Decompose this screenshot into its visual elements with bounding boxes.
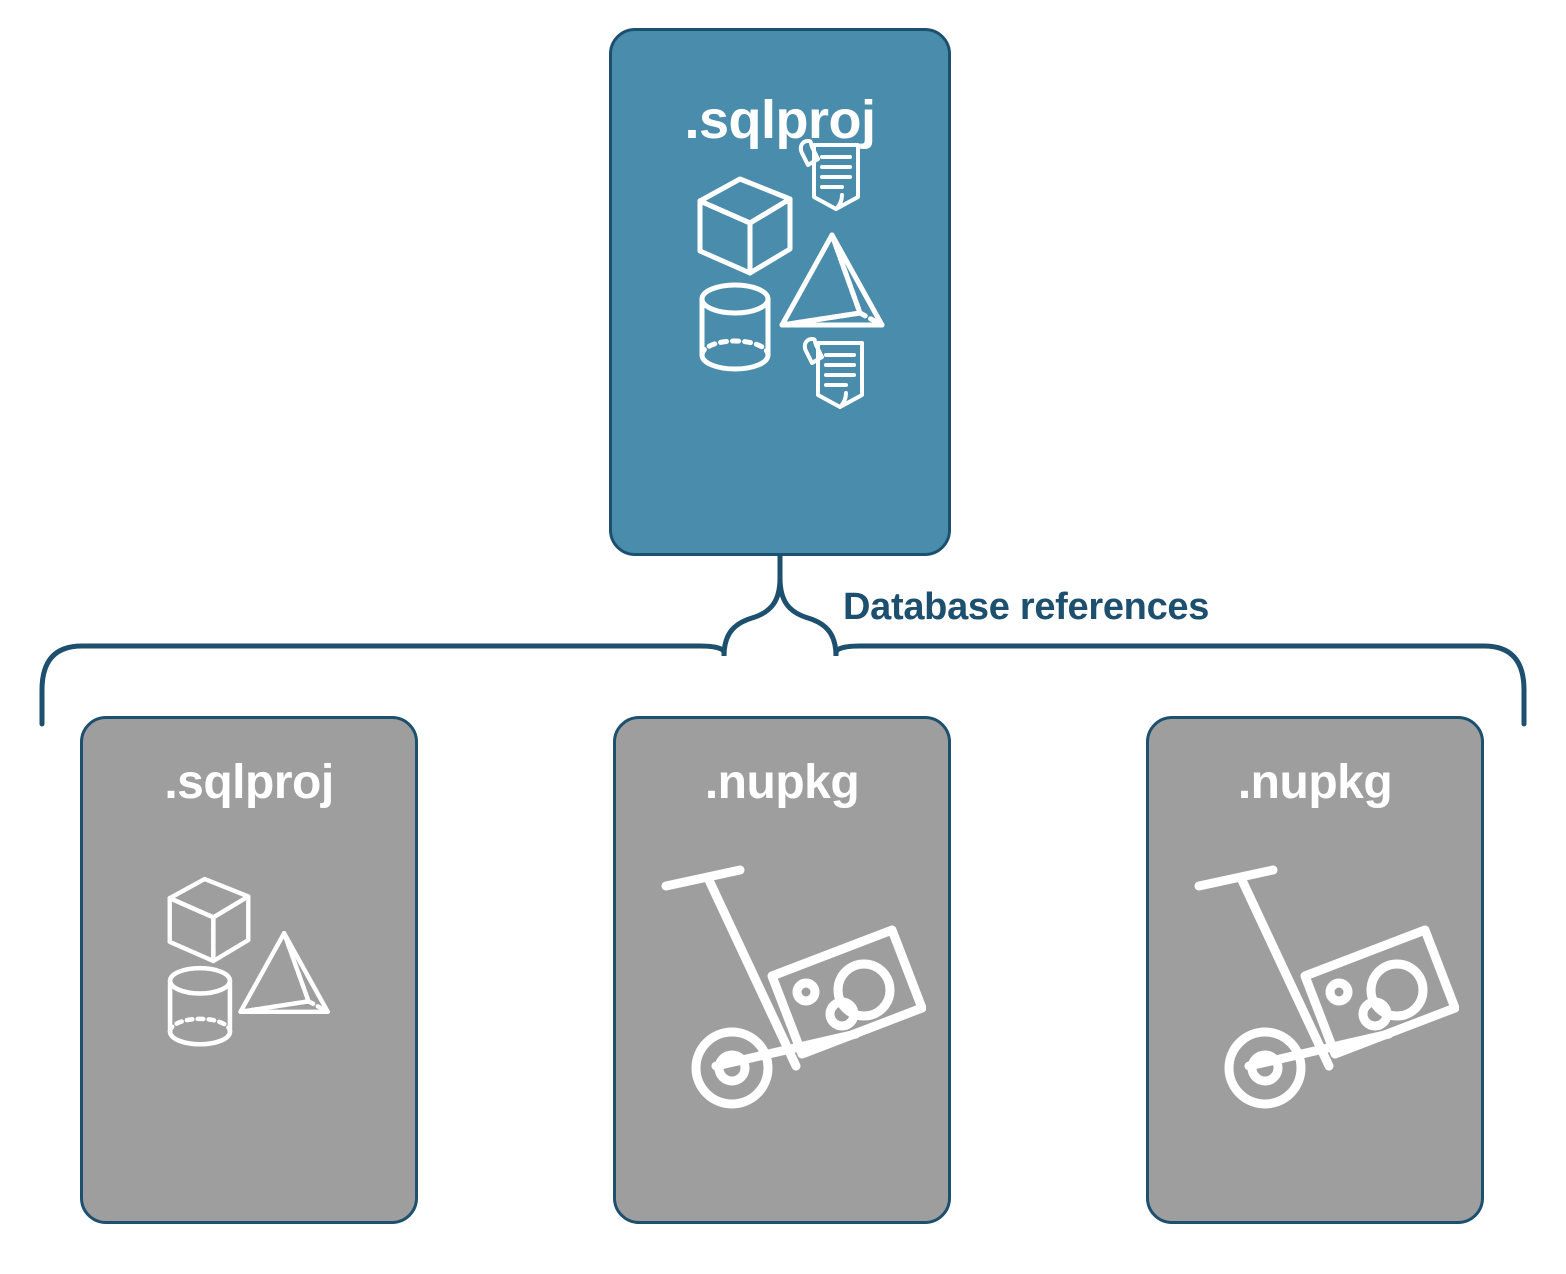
node-sqlproj-reference[interactable]: .sqlproj (80, 716, 418, 1224)
node-title: .sqlproj (164, 756, 334, 809)
node-title: .nupkg (1237, 756, 1393, 809)
package-dolly-icon (661, 865, 926, 1109)
cylinder-icon (167, 965, 233, 1047)
pyramid-icon (238, 931, 330, 1014)
node-artwork (616, 810, 948, 1221)
scroll-icon (802, 337, 864, 409)
node-title: .sqlproj (684, 90, 876, 150)
package-dolly-icon (1194, 865, 1459, 1109)
brace-right-arm (777, 553, 1527, 727)
brace-left-arm (39, 553, 783, 727)
edge-label-database-references: Database references (843, 586, 1210, 628)
node-sqlproj-root[interactable]: .sqlproj (609, 28, 951, 556)
pyramid-icon (779, 232, 885, 328)
node-artwork (83, 810, 415, 1221)
cube-icon (697, 176, 793, 276)
node-artwork (1149, 810, 1481, 1221)
scroll-icon (798, 139, 860, 211)
node-nupkg-reference-2[interactable]: .nupkg (1146, 716, 1484, 1224)
cube-icon (167, 876, 251, 964)
cylinder-icon (699, 282, 771, 372)
node-artwork (612, 139, 948, 553)
node-title: .nupkg (704, 756, 860, 809)
node-nupkg-reference-1[interactable]: .nupkg (613, 716, 951, 1224)
